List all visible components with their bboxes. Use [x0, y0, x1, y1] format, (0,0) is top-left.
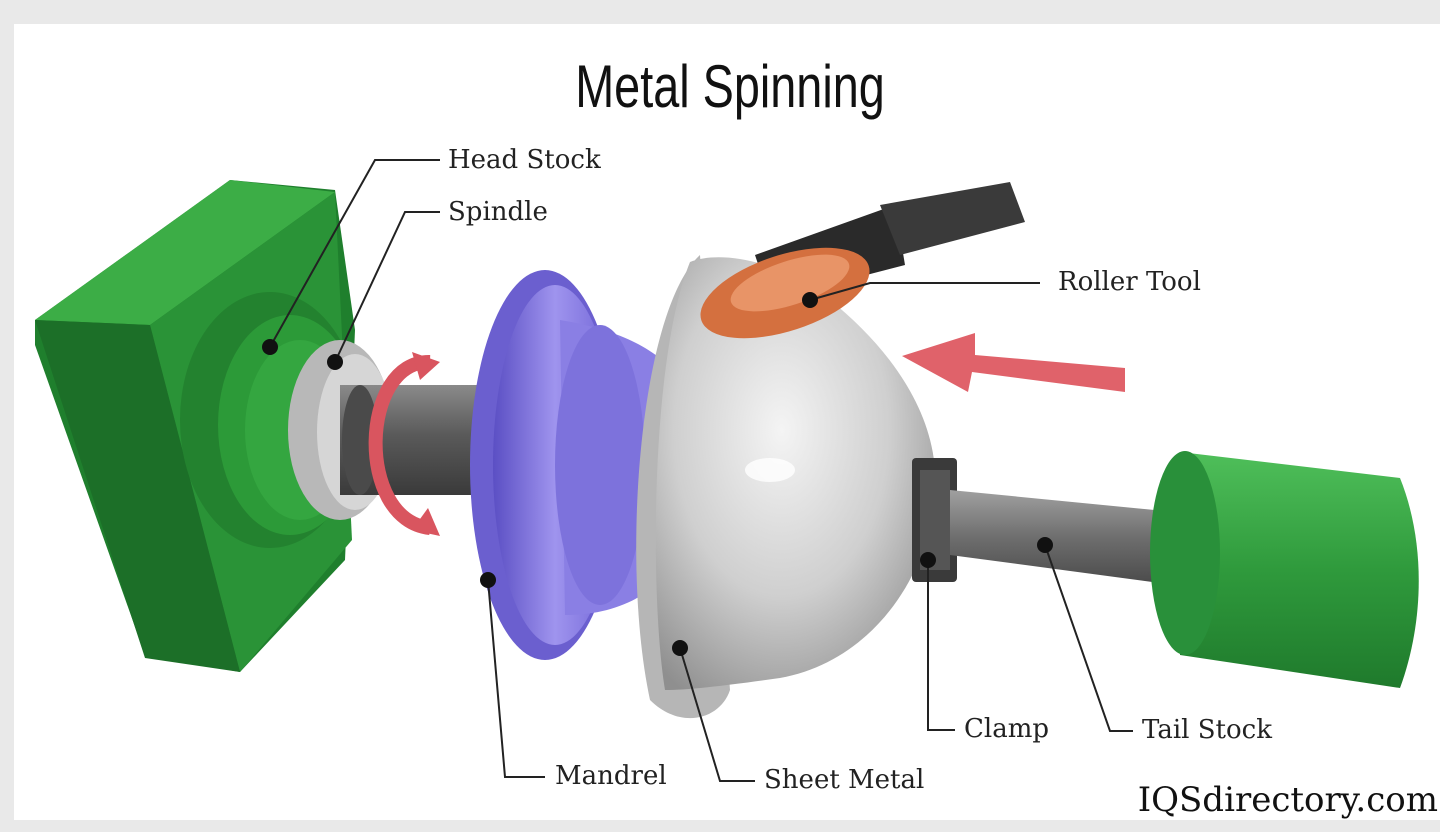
tail-stock — [1150, 451, 1419, 688]
tail-shaft — [950, 490, 1175, 585]
clamp — [912, 458, 957, 582]
sheet-metal — [636, 255, 936, 719]
leader-dots — [262, 292, 1053, 656]
rotation-arrow-icon — [368, 352, 440, 536]
roller-tool — [700, 182, 1025, 339]
label-sheet-metal: Sheet Metal — [764, 765, 925, 795]
label-roller-tool: Roller Tool — [1058, 267, 1201, 297]
diagram-title: Metal Spinning — [575, 53, 885, 120]
label-tail-stock: Tail Stock — [1142, 715, 1272, 745]
mandrel — [470, 270, 680, 660]
label-head-stock: Head Stock — [448, 145, 601, 175]
watermark: IQSdirectory.com — [1137, 780, 1438, 820]
label-clamp: Clamp — [964, 714, 1050, 744]
label-mandrel: Mandrel — [555, 761, 667, 791]
force-arrow-icon — [902, 333, 1125, 392]
leader-lines — [269, 159, 1133, 782]
label-spindle: Spindle — [448, 197, 548, 227]
